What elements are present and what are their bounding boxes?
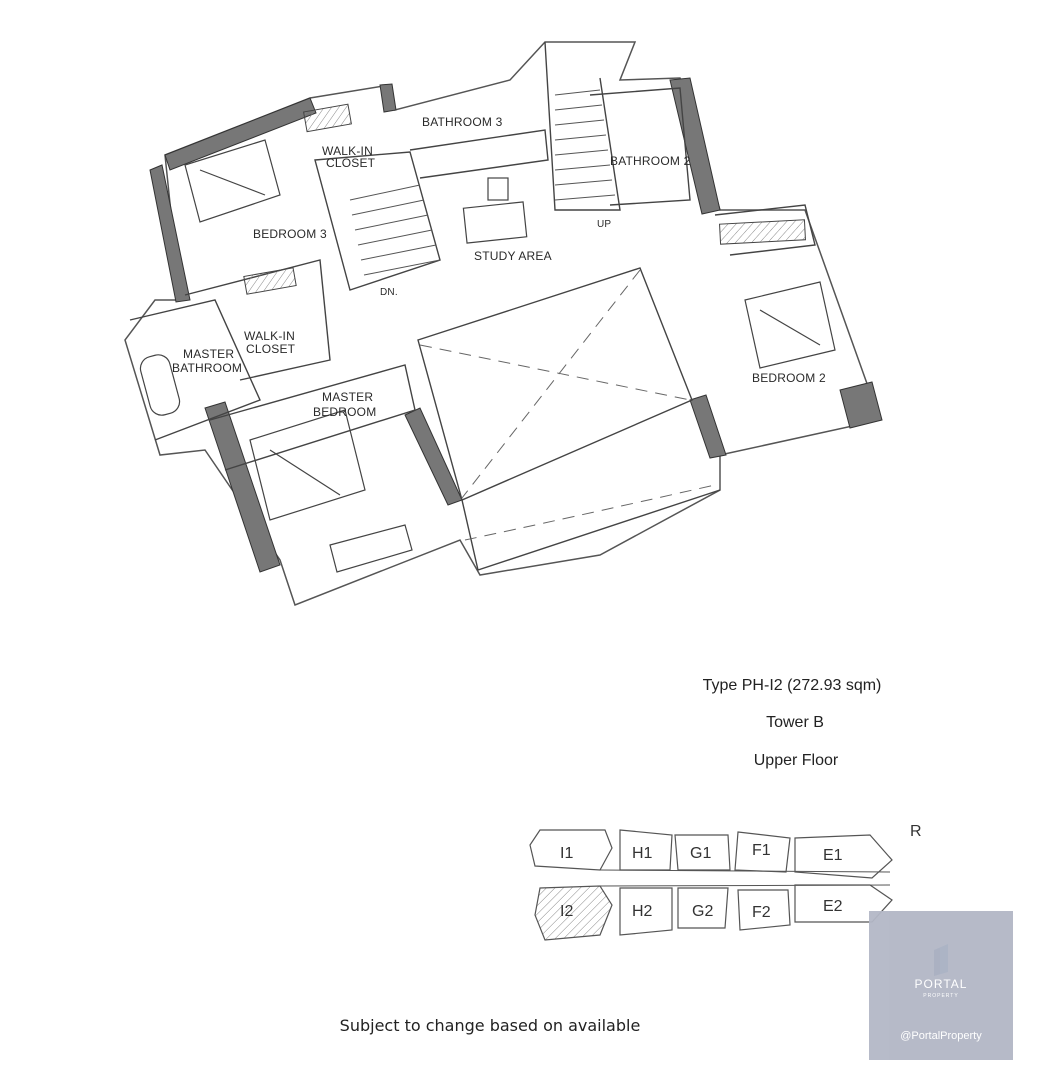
watermark-handle: @PortalProperty: [900, 1030, 982, 1042]
label-master-bedroom-1: MASTER: [322, 390, 373, 404]
key-label-e1: E1: [823, 847, 843, 864]
bed-bedroom-3: [184, 139, 281, 223]
label-bedroom-3: BEDROOM 3: [253, 227, 327, 241]
bed-master-bedroom: [249, 409, 366, 521]
label-walkin-closet-master-2: CLOSET: [246, 342, 296, 356]
key-unit-f2: [737, 889, 791, 931]
key-label-i1: I1: [560, 845, 573, 862]
watermark-panel: PORTAL PROPERTY @PortalProperty: [869, 911, 1013, 1060]
label-master-bathroom-2: BATHROOM: [172, 361, 242, 375]
label-study-area: STUDY AREA: [474, 249, 552, 263]
key-label-h1: H1: [632, 845, 653, 862]
key-label-f1: F1: [752, 842, 771, 859]
label-walkin-closet-top-1: WALK-IN: [322, 144, 373, 158]
key-unit-g2: [677, 887, 729, 929]
key-label-f2: F2: [752, 904, 771, 921]
unit-type-text: Type PH-I2 (272.93 sqm): [702, 677, 882, 694]
void-area: [419, 269, 716, 541]
label-bathroom-2: BATHROOM 2: [610, 154, 691, 168]
label-bedroom-2: BEDROOM 2: [752, 371, 826, 385]
bathtub: [139, 354, 181, 416]
north-arrow-icon: R: [910, 823, 922, 840]
key-label-g2: G2: [692, 903, 713, 920]
watermark-sub: PROPERTY: [923, 993, 959, 999]
staircase-upper: [554, 89, 616, 201]
label-dn: DN.: [380, 287, 398, 298]
key-corridor: [599, 869, 891, 887]
key-label-e2: E2: [823, 898, 843, 915]
key-unit-f1: [734, 831, 791, 873]
staircase-lower: [349, 184, 441, 276]
watermark-brand: PORTAL: [914, 977, 968, 991]
disclaimer-text: Subject to change based on available: [339, 1016, 641, 1035]
label-up: UP: [597, 219, 611, 230]
key-plan: I1 H1 G1 F1 E1 I2 H2 G2 F2 E2 R: [529, 823, 922, 941]
label-walkin-closet-master-1: WALK-IN: [244, 329, 295, 343]
room-labels: BEDROOM 3 WALK-IN CLOSET BATHROOM 3 BATH…: [172, 115, 826, 419]
key-label-i2: I2: [560, 903, 573, 920]
label-master-bedroom-2: BEDROOM: [313, 405, 376, 419]
key-unit-h2: [619, 887, 673, 936]
room-partitions: [129, 41, 816, 571]
study-desk: [462, 177, 528, 244]
label-master-bathroom-1: MASTER: [183, 347, 234, 361]
key-unit-e1: [794, 834, 893, 879]
key-label-h2: H2: [632, 903, 653, 920]
tower-text: Tower B: [766, 714, 824, 731]
label-bathroom-3: BATHROOM 3: [422, 115, 503, 129]
key-label-g1: G1: [690, 845, 711, 862]
key-unit-g1: [674, 834, 731, 871]
floor-level-text: Upper Floor: [753, 752, 839, 769]
sofa-master-bedroom: [329, 524, 413, 573]
closet-shelving: [243, 103, 806, 295]
structural-walls: [149, 77, 883, 573]
bed-bedroom-2: [744, 281, 836, 369]
key-unit-i2-highlighted: [534, 885, 613, 941]
label-walkin-closet-top-2: CLOSET: [326, 156, 376, 170]
